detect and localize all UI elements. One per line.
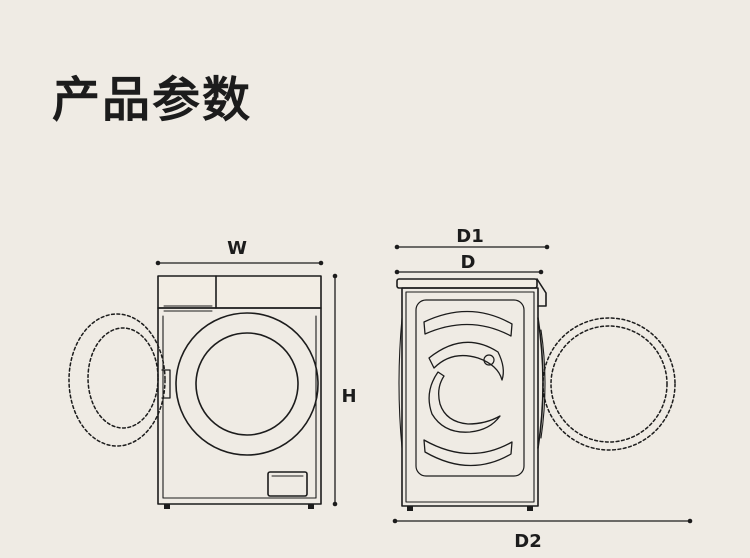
side-tub-panel [415, 299, 525, 477]
front-control-panel [157, 275, 322, 309]
door-swing-inner [87, 327, 159, 429]
side-door-swing-outer [542, 317, 676, 451]
depth-label: D [461, 252, 476, 273]
front-view-machine [68, 260, 338, 509]
width-label: W [227, 238, 247, 259]
depth2-label: D2 [514, 531, 541, 552]
side-wave-top [423, 310, 513, 337]
side-top-lid [396, 278, 538, 289]
side-wave-mid [428, 371, 501, 433]
height-label: H [341, 386, 356, 407]
side-view-machine [392, 244, 693, 524]
depth1-label: D1 [456, 226, 483, 247]
door-glass [195, 332, 299, 436]
side-wave-upper [428, 341, 504, 381]
front-cabinet [157, 307, 322, 505]
door-swing-outer [68, 313, 166, 447]
door-outer-ring [175, 312, 319, 456]
filter-cover [267, 471, 308, 497]
page-title: 产品参数 [52, 72, 253, 128]
side-wave-lower [423, 439, 513, 467]
side-door-swing-inner [550, 325, 668, 443]
side-cabinet [401, 287, 539, 507]
